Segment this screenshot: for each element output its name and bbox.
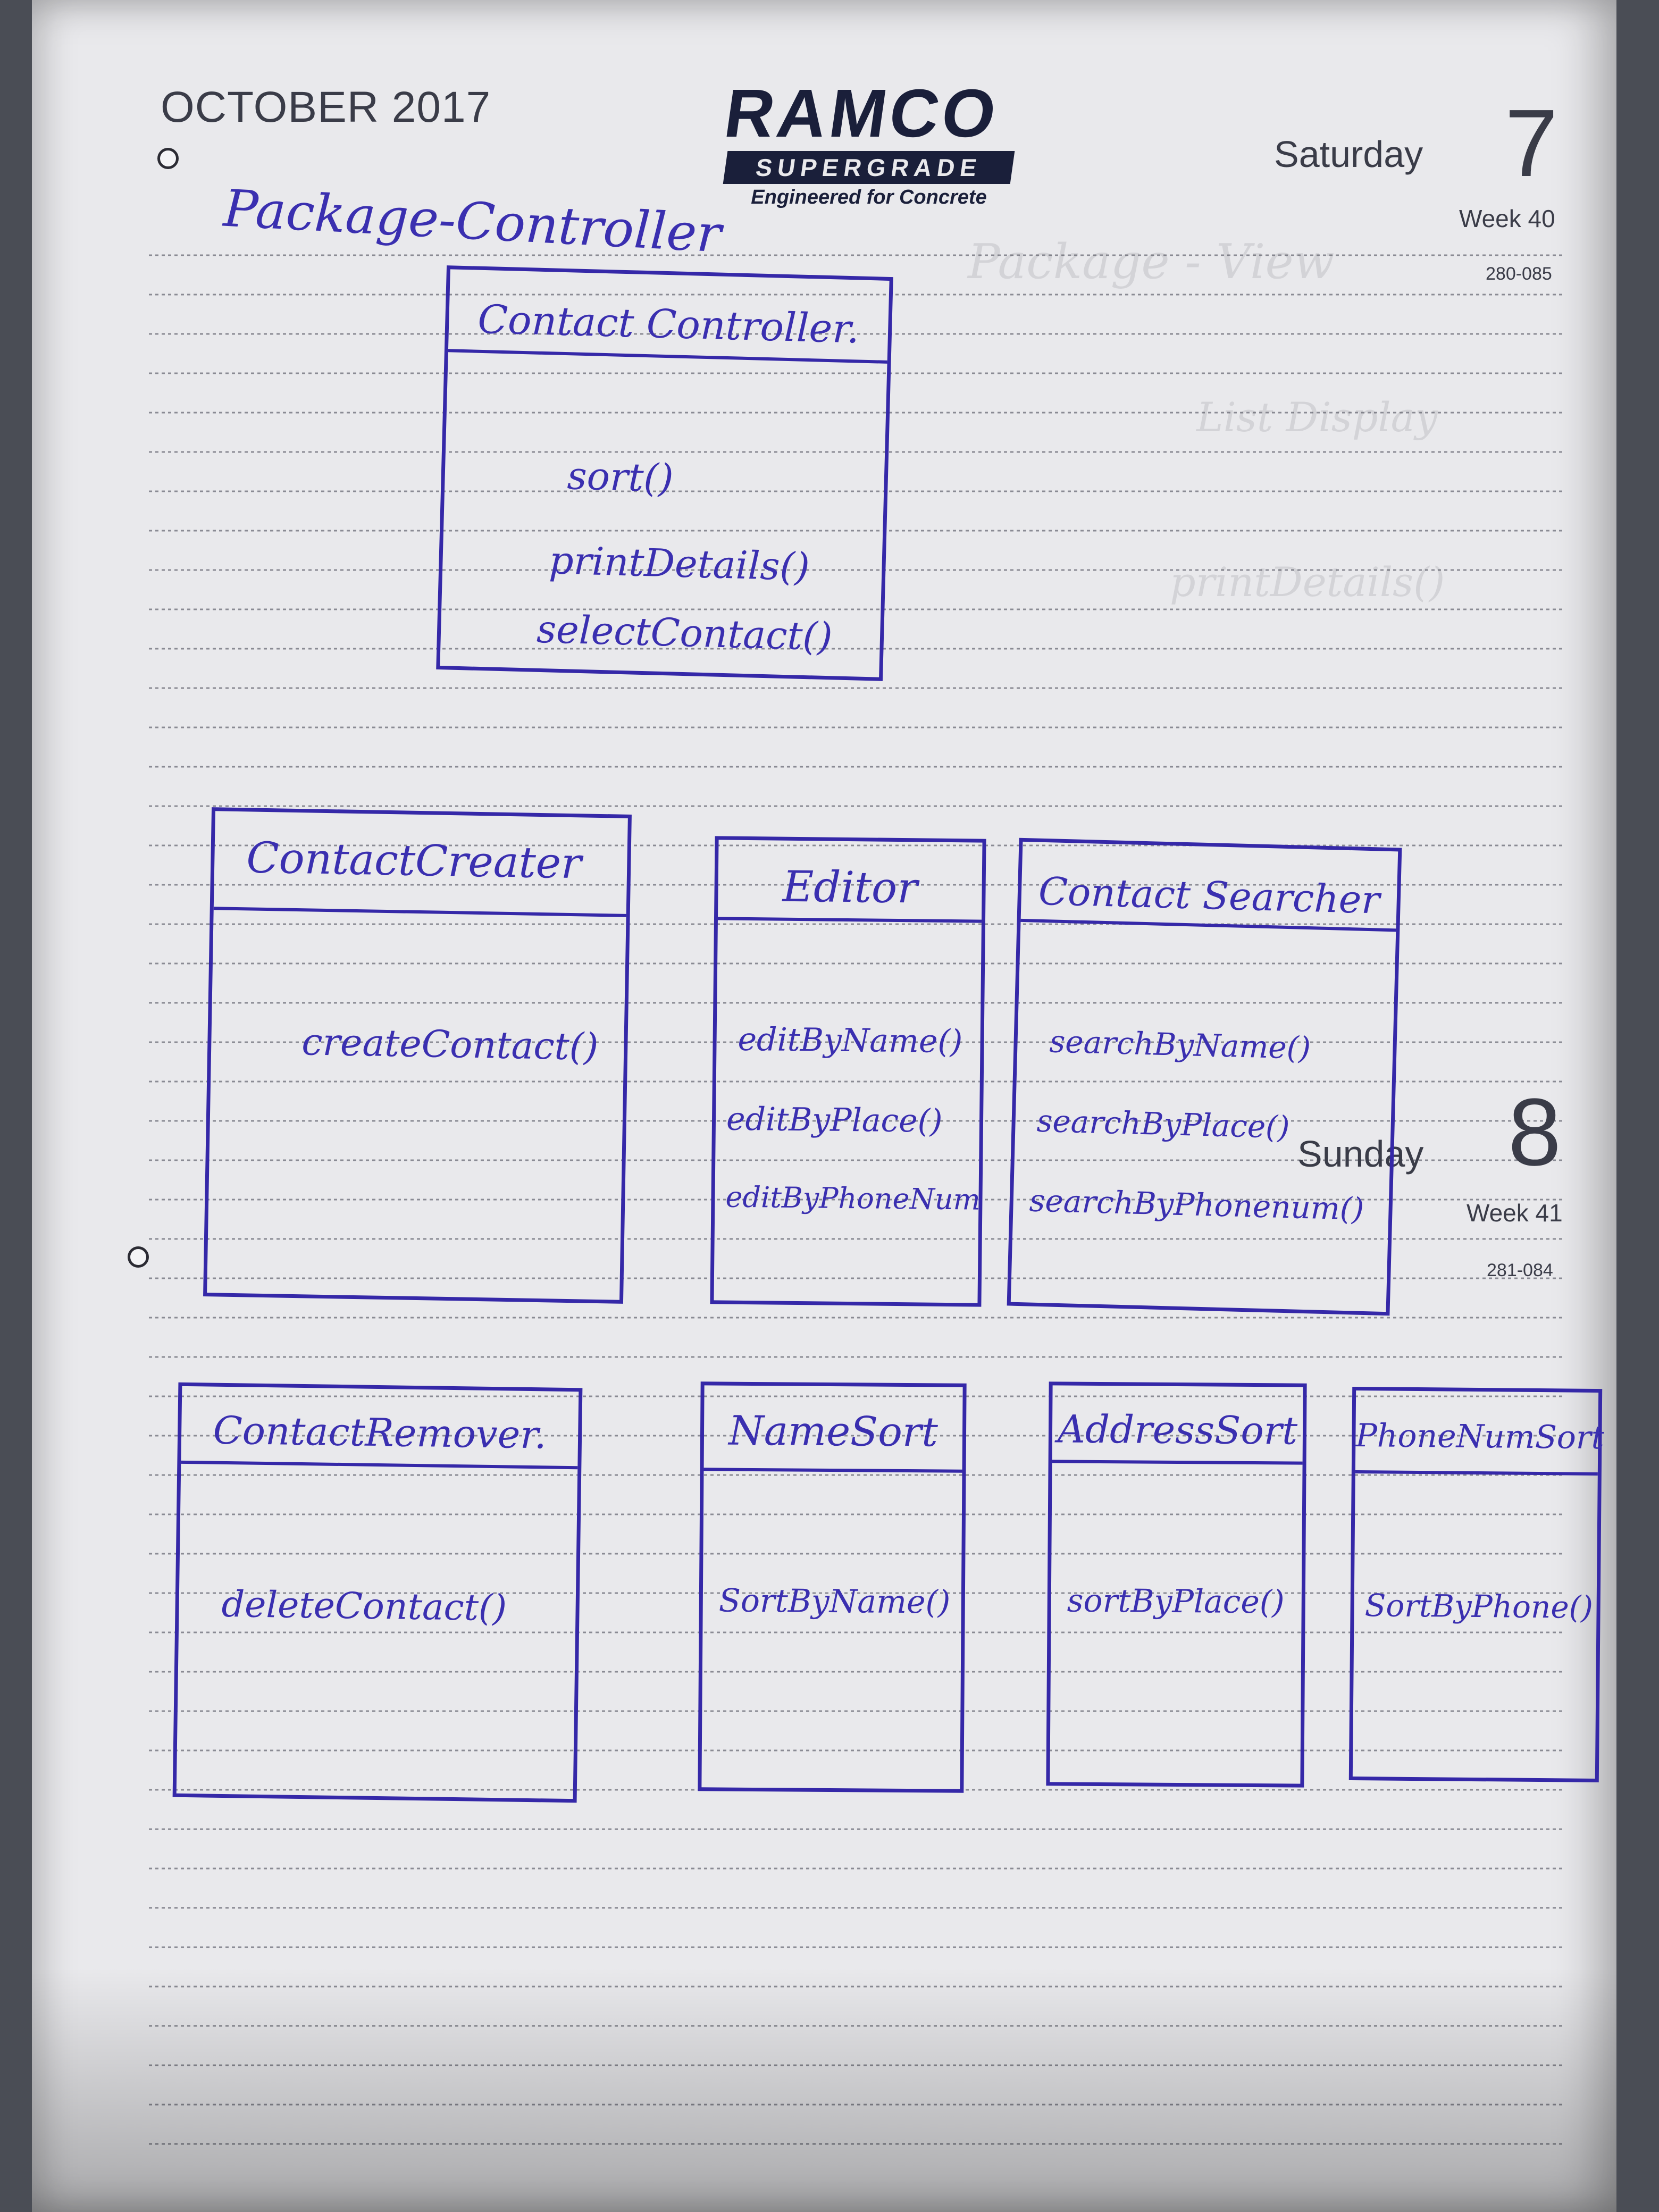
ramco-logo: RAMCO SUPERGRADE Engineered for Concrete	[720, 76, 1015, 209]
bleed-through-text: printDetails()	[1170, 558, 1445, 606]
class-box: AddressSort sortByPlace()	[1046, 1381, 1307, 1788]
class-name: PhoneNumSort	[1355, 1417, 1605, 1457]
class-name: Contact Controller.	[477, 296, 860, 353]
logo-grade: SUPERGRADE	[723, 151, 1015, 184]
class-method: deleteContact()	[221, 1583, 507, 1630]
bleed-through-text: List Display	[1196, 393, 1438, 441]
date-number: 8	[1508, 1079, 1562, 1186]
logo-brand: RAMCO	[720, 76, 1004, 152]
class-divider	[181, 1460, 578, 1470]
class-box: ContactRemover. deleteContact()	[172, 1382, 583, 1803]
weekday-label: Sunday	[1297, 1133, 1424, 1175]
week-label: Week 40	[1459, 205, 1555, 232]
class-method: editByPhoneNum	[725, 1180, 981, 1217]
class-divider	[1052, 1460, 1303, 1465]
class-divider	[717, 917, 982, 923]
class-method: searchByName()	[1049, 1023, 1311, 1067]
class-method: editByPlace()	[726, 1100, 943, 1140]
class-divider	[213, 907, 626, 917]
class-method: sortByPlace()	[1067, 1582, 1285, 1621]
week-label: Week 41	[1467, 1199, 1563, 1227]
day-code: 280-085	[1486, 264, 1552, 284]
logo-tagline: Engineered for Concrete	[751, 186, 987, 208]
day-code: 281-084	[1487, 1260, 1553, 1280]
binder-hole	[128, 1246, 149, 1268]
class-divider	[1355, 1470, 1598, 1476]
class-name: Contact Searcher	[1038, 868, 1380, 923]
class-method: searchByPlace()	[1036, 1102, 1291, 1146]
class-method: selectContact()	[536, 606, 833, 659]
class-divider	[703, 1468, 962, 1473]
class-method: editByName()	[738, 1020, 963, 1061]
date-number: 7	[1505, 90, 1559, 197]
class-name: NameSort	[728, 1406, 939, 1456]
class-box: NameSort SortByName()	[698, 1381, 967, 1793]
class-name: ContactRemover.	[213, 1407, 547, 1457]
class-box: Contact Searcher searchByName() searchBy…	[1007, 837, 1402, 1316]
class-name: ContactCreater	[246, 833, 582, 889]
class-method: sort()	[566, 453, 674, 501]
bleed-through-text: Package - View	[968, 234, 1335, 290]
diary-page	[32, 0, 1616, 2212]
month-label: OCTOBER 2017	[161, 83, 491, 131]
class-method: SortByName()	[718, 1582, 951, 1621]
class-method: searchByPhonenum()	[1028, 1182, 1365, 1227]
class-name: AddressSort	[1057, 1406, 1298, 1453]
class-name: Editor	[782, 861, 918, 913]
class-box: PhoneNumSort SortByPhone()	[1348, 1386, 1605, 1783]
class-box: Contact Controller. sort() printDetails(…	[436, 265, 893, 681]
class-box: ContactCreater createContact()	[203, 807, 632, 1304]
class-method: createContact()	[301, 1020, 599, 1069]
binder-hole	[157, 148, 179, 169]
class-box: Editor editByName() editByPlace() editBy…	[710, 836, 986, 1307]
class-method: SortByPhone()	[1364, 1587, 1594, 1626]
class-method: printDetails()	[548, 538, 810, 590]
weekday-label: Saturday	[1274, 133, 1423, 175]
